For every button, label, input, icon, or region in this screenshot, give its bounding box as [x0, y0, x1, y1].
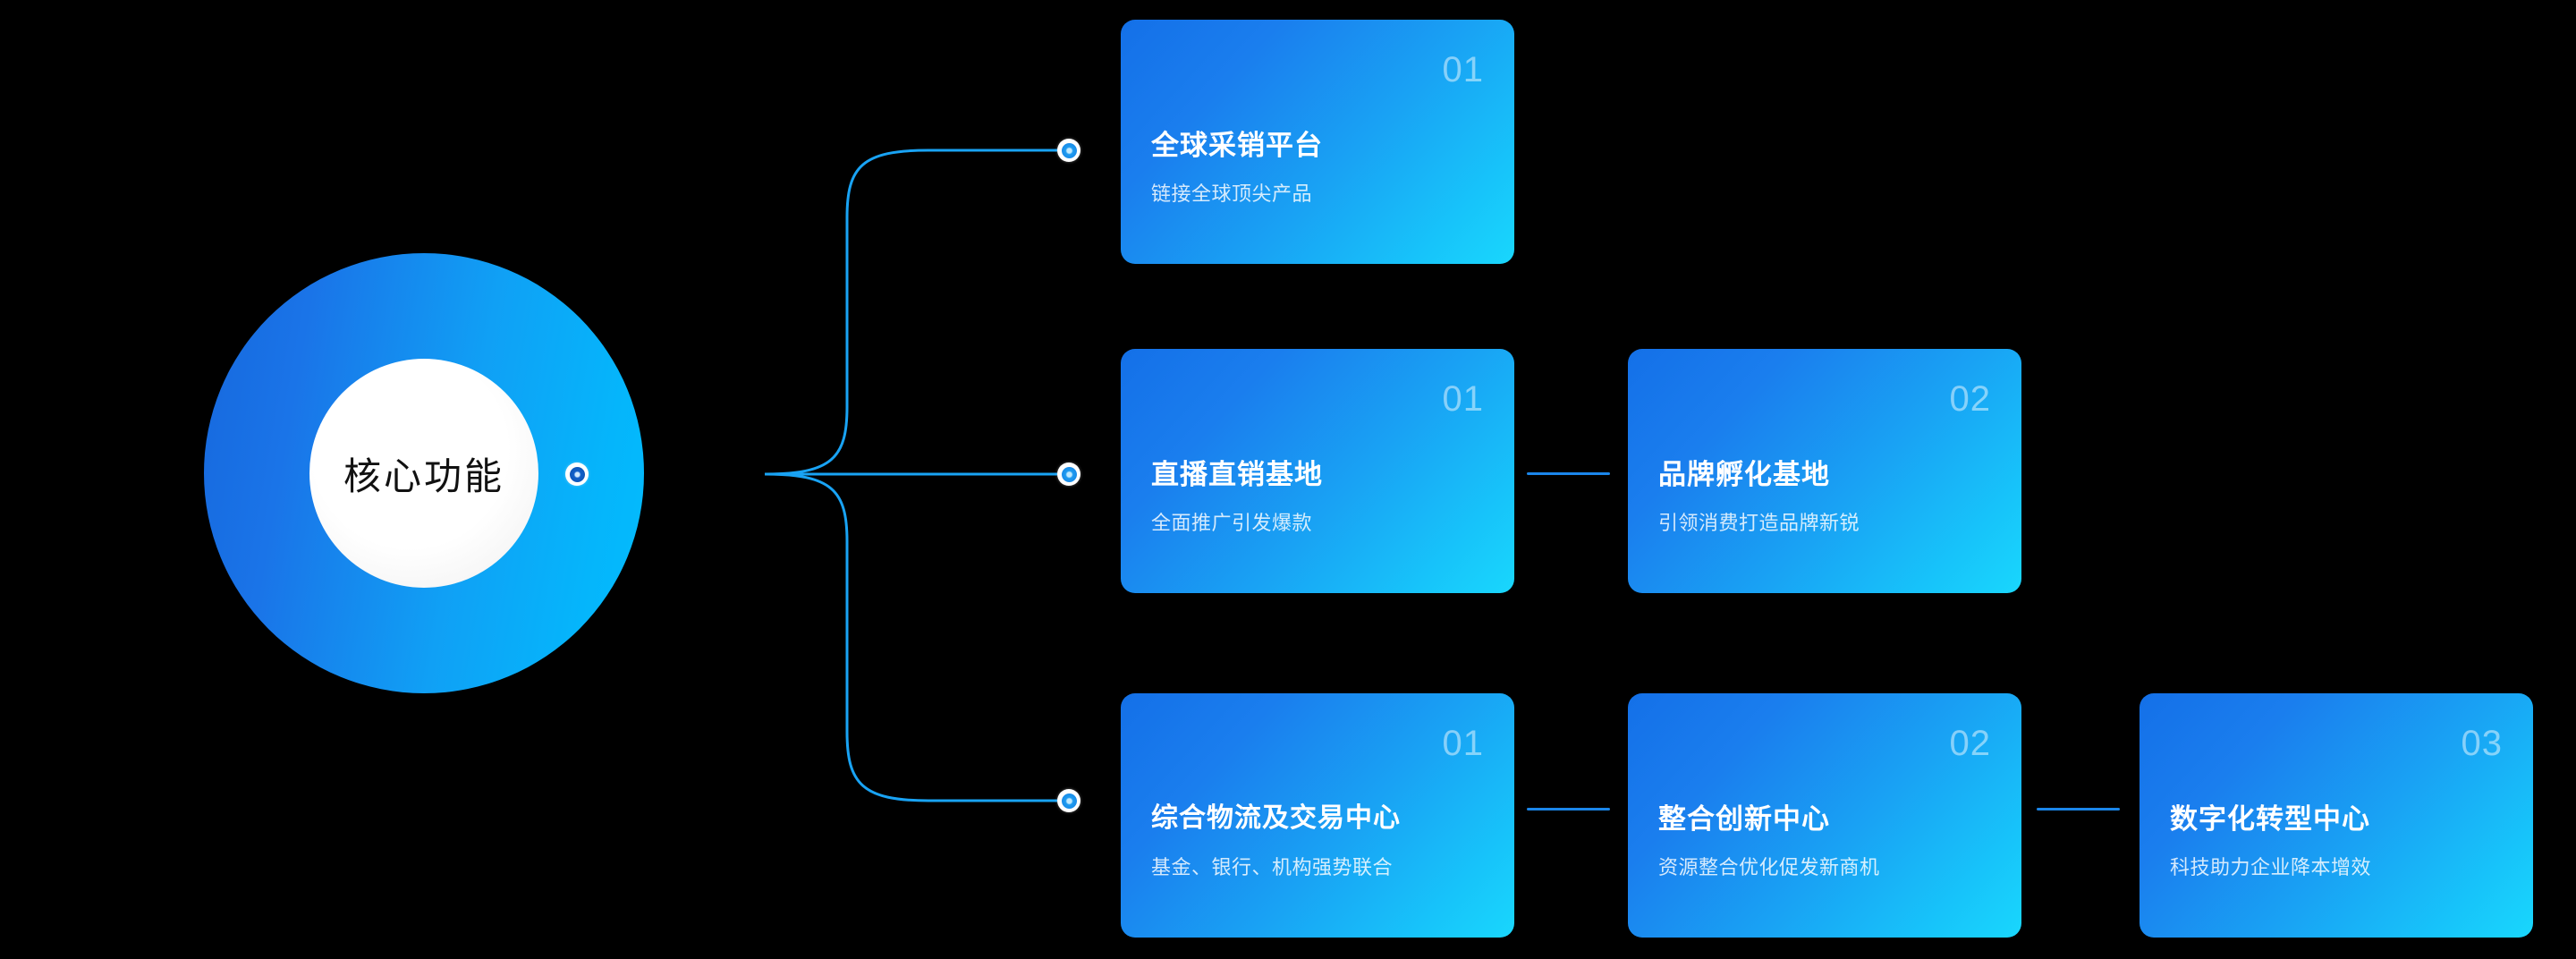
card-subtitle: 全面推广引发爆款: [1151, 512, 1313, 534]
card-logistics-trading-center[interactable]: 01 综合物流及交易中心 基金、银行、机构强势联合: [1121, 693, 1514, 938]
card-number: 01: [1442, 724, 1484, 763]
card-number: 02: [1949, 379, 1991, 419]
connector-dot-icon-hub: [565, 463, 589, 486]
card-global-sourcing-platform[interactable]: 01 全球采销平台 链接全球顶尖产品: [1121, 20, 1514, 264]
card-title: 全球采销平台: [1151, 130, 1323, 161]
hub-inner-circle: 核心功能: [309, 359, 538, 588]
link-line-row3-1-2: [1527, 808, 1610, 810]
connector-dot-icon-branch-1: [1057, 139, 1080, 162]
wire-branch-3: [764, 472, 1057, 802]
card-subtitle: 基金、银行、机构强势联合: [1151, 856, 1394, 878]
card-number: 03: [2461, 724, 2503, 763]
wire-branch-1: [764, 149, 1057, 476]
card-subtitle: 资源整合优化促发新商机: [1658, 856, 1880, 878]
link-line-row3-2-3: [2037, 808, 2120, 810]
hub-label: 核心功能: [343, 454, 504, 497]
card-title: 整合创新中心: [1658, 803, 1830, 835]
card-number: 01: [1442, 379, 1484, 419]
card-brand-incubation-base[interactable]: 02 品牌孵化基地 引领消费打造品牌新锐: [1628, 349, 2021, 593]
link-line-row2-1-2: [1527, 472, 1610, 475]
card-subtitle: 引领消费打造品牌新锐: [1658, 512, 1860, 534]
card-title: 品牌孵化基地: [1658, 459, 1830, 490]
card-number: 02: [1949, 724, 1991, 763]
card-title: 数字化转型中心: [2170, 803, 2370, 835]
card-live-streaming-base[interactable]: 01 直播直销基地 全面推广引发爆款: [1121, 349, 1514, 593]
card-title: 直播直销基地: [1151, 459, 1323, 490]
card-number: 01: [1442, 50, 1484, 89]
card-title: 综合物流及交易中心: [1151, 803, 1401, 833]
connector-dot-icon-branch-3: [1057, 789, 1080, 812]
card-subtitle: 链接全球顶尖产品: [1151, 182, 1313, 205]
card-digital-transformation-center[interactable]: 03 数字化转型中心 科技助力企业降本增效: [2140, 693, 2533, 938]
card-subtitle: 科技助力企业降本增效: [2170, 856, 2372, 878]
connector-dot-icon-branch-2: [1057, 463, 1080, 486]
card-integration-innovation-center[interactable]: 02 整合创新中心 资源整合优化促发新商机: [1628, 693, 2021, 938]
